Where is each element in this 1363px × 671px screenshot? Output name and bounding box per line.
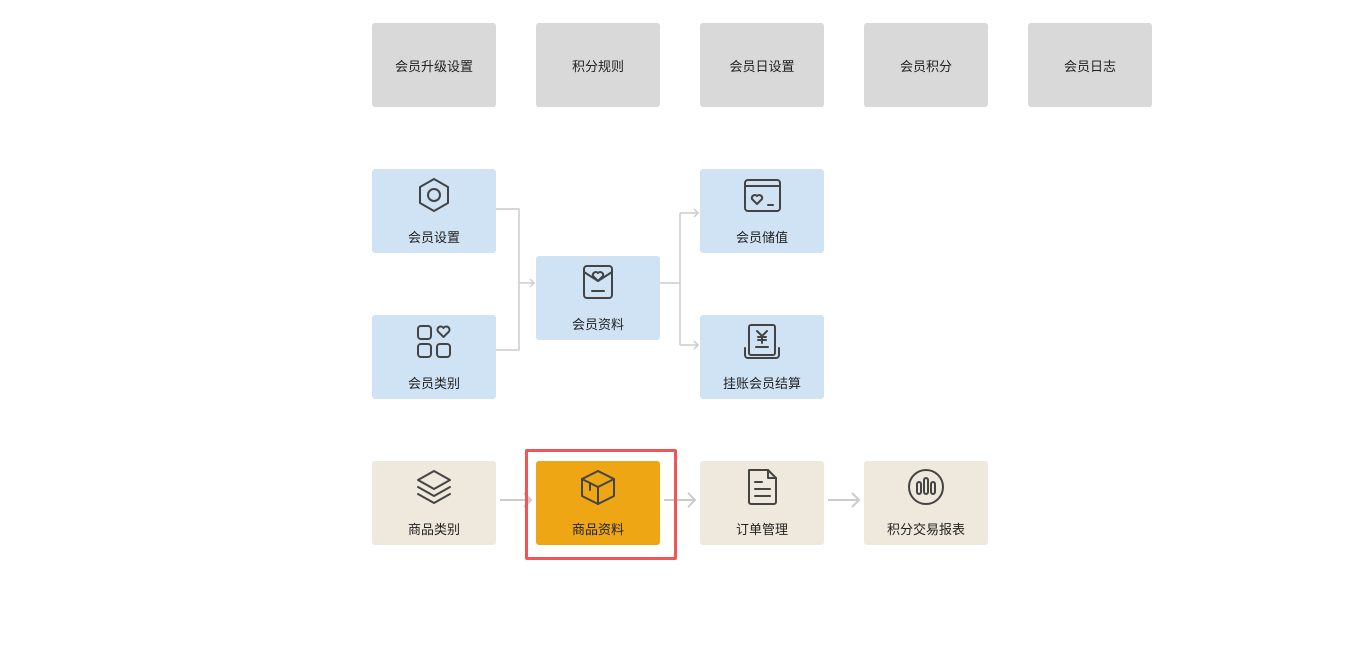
label: 会员设置 [407,231,460,246]
member-points-button[interactable]: 会员积分 [864,23,988,107]
document-icon [743,468,781,506]
member-day-settings-button[interactable]: 会员日设置 [700,23,824,107]
box-icon [579,468,617,506]
label: 挂账会员结算 [722,377,801,392]
goods-category-button[interactable]: 商品类别 [372,461,496,545]
yen-bill-icon [743,322,781,360]
label: 会员日设置 [729,60,795,75]
credit-member-settlement-button[interactable]: 挂账会员结算 [700,315,824,399]
label: 会员类别 [407,377,460,392]
hexagon-nut-icon [415,176,453,214]
grid-heart-icon [415,322,453,360]
member-settings-button[interactable]: 会员设置 [372,169,496,253]
label: 商品资料 [571,523,624,538]
bar-chart-circle-icon [907,468,945,506]
selection-highlight [525,449,677,560]
label: 会员储值 [735,231,788,246]
label: 商品类别 [407,523,460,538]
member-upgrade-settings-button[interactable]: 会员升级设置 [372,23,496,107]
points-rules-button[interactable]: 积分规则 [536,23,660,107]
heart-envelope-icon [579,263,617,301]
label: 会员日志 [1063,60,1116,75]
member-category-button[interactable]: 会员类别 [372,315,496,399]
member-log-button[interactable]: 会员日志 [1028,23,1152,107]
points-transaction-report-button[interactable]: 积分交易报表 [864,461,988,545]
label: 会员积分 [899,60,952,75]
label: 订单管理 [735,523,788,538]
layers-icon [415,468,453,506]
member-stored-value-button[interactable]: 会员储值 [700,169,824,253]
card-heart-icon [743,176,781,214]
label: 积分规则 [571,60,624,75]
label: 会员资料 [571,318,624,333]
goods-profile-button[interactable]: 商品资料 [536,461,660,545]
label: 会员升级设置 [394,60,473,75]
member-profile-button[interactable]: 会员资料 [536,256,660,340]
order-management-button[interactable]: 订单管理 [700,461,824,545]
label: 积分交易报表 [886,523,965,538]
